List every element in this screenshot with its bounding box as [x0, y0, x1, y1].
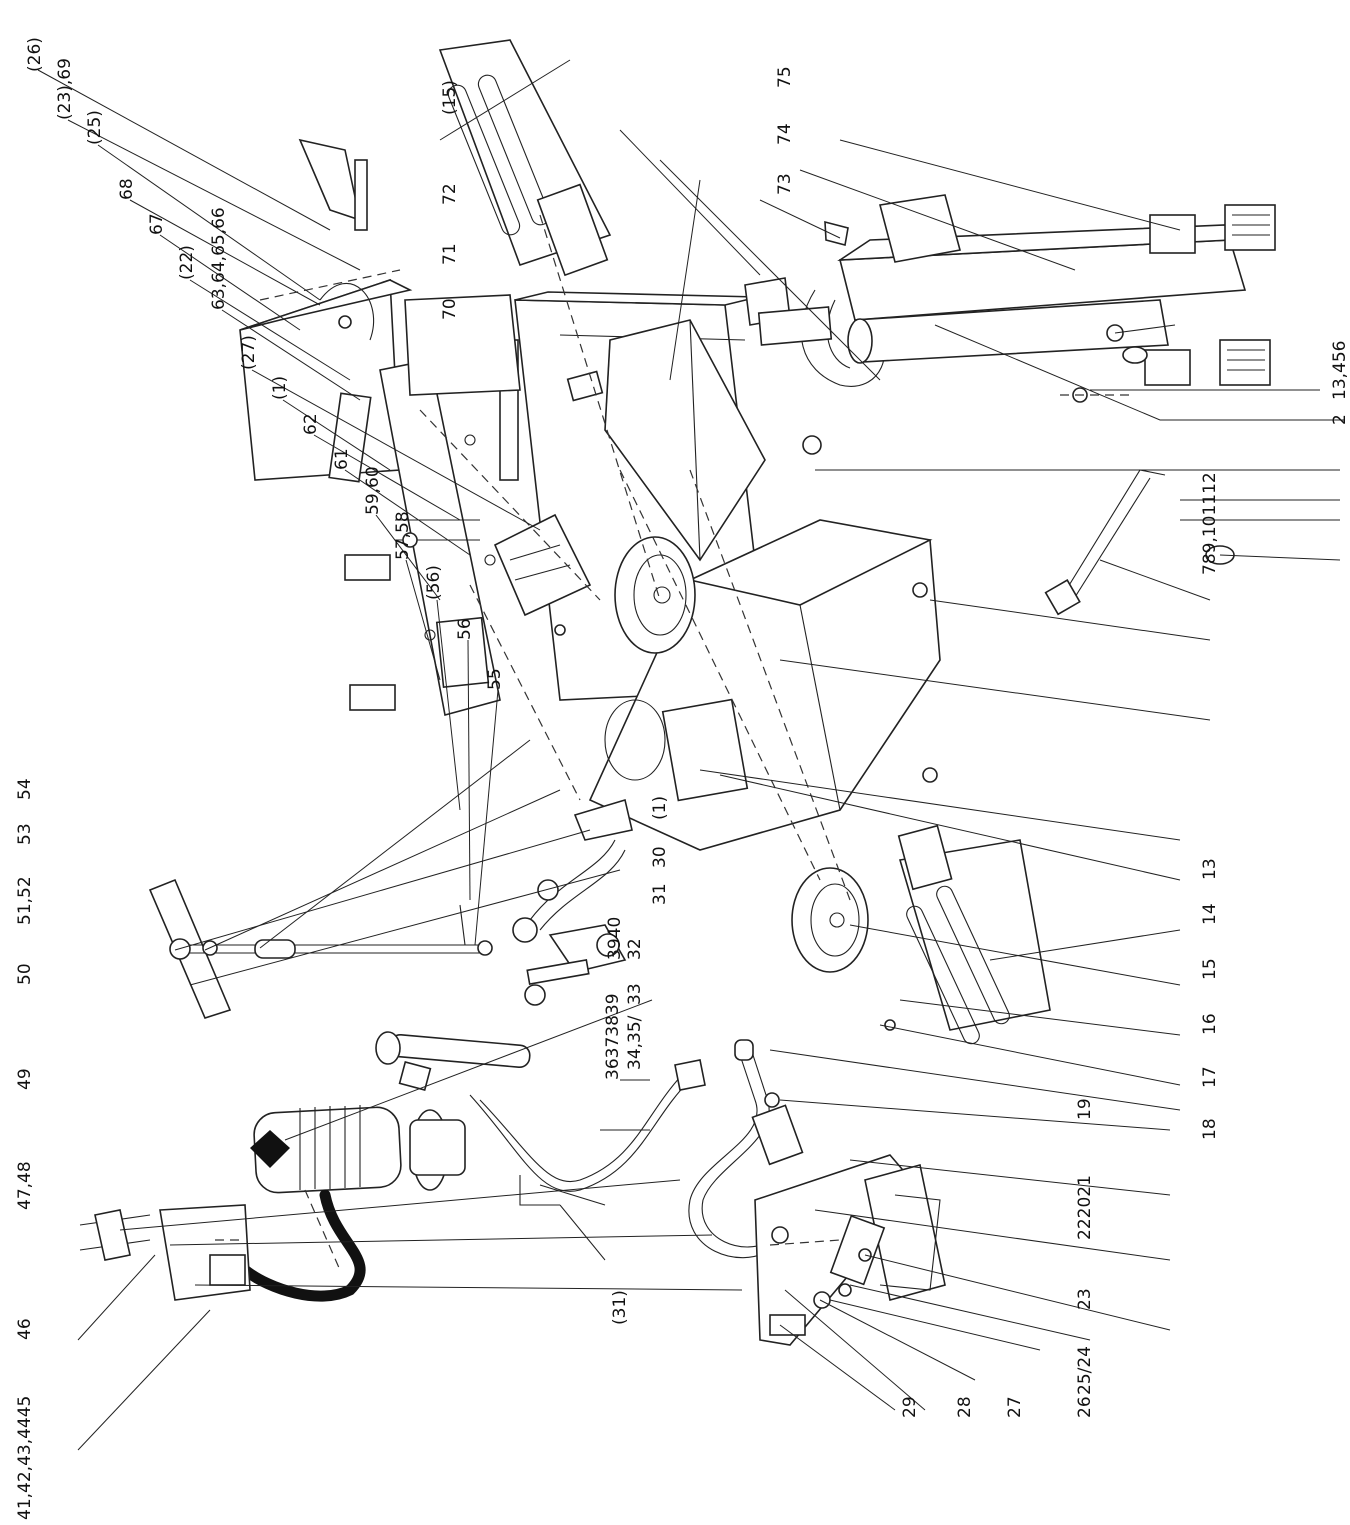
label-789-101112: 789,101112 — [1200, 472, 1220, 575]
label-75: 75 — [775, 66, 795, 88]
label-59-60: 59,60 — [363, 466, 383, 515]
control-box — [493, 513, 592, 617]
label-54: 54 — [15, 778, 35, 800]
label-16: 16 — [1200, 1013, 1220, 1035]
label-46: 46 — [15, 1318, 35, 1340]
label-3940: 3940 — [605, 917, 625, 960]
motor-cable — [239, 1189, 366, 1302]
switch-box — [79, 1204, 251, 1301]
label-15-paren: (15) — [440, 80, 460, 115]
label-57-58: 57,58 — [393, 511, 413, 560]
label-70: 70 — [440, 298, 460, 320]
labels-bottom: 13,456 2 789,101112 13 14 15 16 17 18 19… — [900, 341, 1350, 1418]
label-1-top: (1) — [270, 376, 290, 400]
leader-lines — [37, 59, 1181, 1451]
label-29: 29 — [900, 1396, 920, 1418]
label-50: 50 — [15, 963, 35, 985]
label-25: (25) — [85, 110, 105, 145]
labels-middle: 30 (1) 31 32 33 3940 34,35/ 36373839 (31… — [603, 796, 670, 1325]
label-17: 17 — [1200, 1066, 1220, 1088]
label-47-48: 47,48 — [15, 1161, 35, 1210]
label-51-52: 51,52 — [15, 876, 35, 925]
label-1-middle: (1) — [650, 796, 670, 820]
label-15: 15 — [1200, 958, 1220, 980]
label-2: 2 — [1330, 414, 1350, 425]
top-foot-plate — [438, 39, 612, 277]
label-67: 67 — [147, 213, 167, 235]
assembly-lines — [215, 214, 1130, 1271]
label-63-66: 63,64,65,66 — [209, 207, 229, 310]
label-13-456: 13,456 — [1330, 341, 1350, 400]
label-71: 71 — [440, 243, 460, 265]
label-28: 28 — [955, 1396, 975, 1418]
label-14: 14 — [1200, 903, 1220, 925]
label-26-bottom: 26 — [1075, 1396, 1095, 1418]
label-23-69: (23),69 — [55, 58, 75, 120]
label-73: 73 — [775, 173, 795, 195]
label-36373839: 36373839 — [603, 993, 623, 1080]
labels-top: (26) (23),69 (25) 68 67 (22) 63,64,65,66… — [15, 37, 795, 1520]
label-222021: 222021 — [1075, 1175, 1095, 1240]
label-72: 72 — [440, 183, 460, 205]
label-34-35: 34,35/ — [625, 1015, 645, 1070]
label-26: (26) — [25, 37, 45, 72]
pressure-hose — [375, 1031, 531, 1091]
electric-motor — [250, 1105, 466, 1194]
wedge-column — [744, 194, 1276, 387]
wheel-lower — [791, 867, 869, 973]
label-18: 18 — [1200, 1118, 1220, 1140]
label-13: 13 — [1200, 858, 1220, 880]
label-33: 33 — [625, 983, 645, 1005]
valve-bracket — [239, 138, 413, 483]
lower-foot-plate — [897, 824, 1051, 1045]
label-41-45: 41,42,43,4445 — [15, 1396, 35, 1520]
fittings-cluster — [512, 798, 633, 1006]
label-32: 32 — [625, 938, 645, 960]
label-22: (22) — [177, 245, 197, 280]
top-table — [604, 319, 766, 562]
label-30: 30 — [650, 846, 670, 868]
label-56: 56 — [455, 618, 475, 640]
wheel-upper — [614, 536, 696, 654]
label-19: 19 — [1075, 1098, 1095, 1120]
bottom-leader-lines — [539, 324, 1345, 1411]
label-68: 68 — [117, 178, 137, 200]
label-25-24: 25/24 — [1075, 1346, 1095, 1395]
label-61: 61 — [332, 448, 352, 470]
label-49: 49 — [15, 1068, 35, 1090]
fasteners — [338, 315, 1088, 1031]
label-23: 23 — [1075, 1288, 1095, 1310]
label-31-paren: (31) — [610, 1290, 630, 1325]
lower-bracket — [751, 1092, 946, 1346]
label-56-paren: (56) — [424, 565, 444, 600]
label-31: 31 — [650, 883, 670, 905]
pump-pipe — [469, 1059, 706, 1206]
label-27-bottom: 27 — [1005, 1396, 1025, 1418]
label-27: (27) — [239, 335, 259, 370]
label-74: 74 — [775, 123, 795, 145]
hydraulic-cylinder — [757, 299, 1176, 455]
label-62: 62 — [301, 413, 321, 435]
label-55: 55 — [485, 668, 505, 690]
label-53: 53 — [15, 823, 35, 845]
valve-housing — [344, 294, 521, 716]
